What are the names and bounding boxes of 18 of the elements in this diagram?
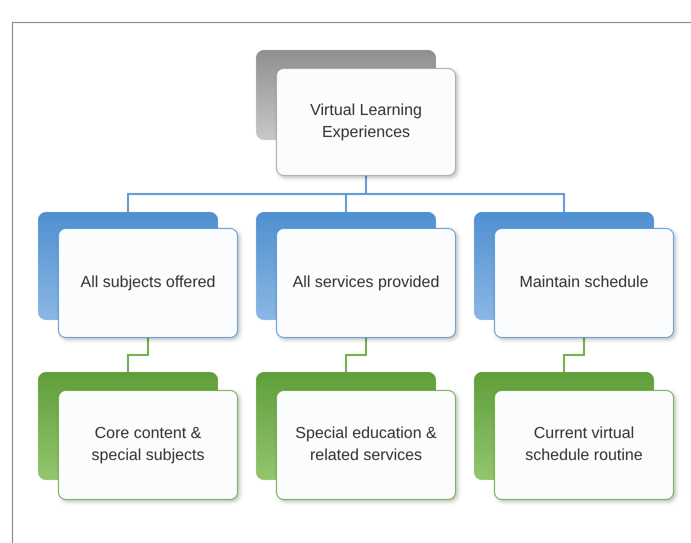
box-label: Maintain schedule <box>518 273 650 293</box>
connector-line <box>563 338 585 372</box>
box-label: Virtual Learning Experiences <box>309 101 423 143</box>
box-label: Current virtual schedule routine <box>524 424 644 466</box>
box-label: Core content & special subjects <box>90 424 206 466</box>
connector-line <box>127 338 149 372</box>
box-label: Special education & related services <box>294 424 438 466</box>
connector-line <box>365 176 565 212</box>
stacked-box <box>38 212 238 338</box>
stacked-box <box>474 372 674 500</box>
connector-line <box>345 338 367 372</box>
stacked-box <box>256 50 456 176</box>
stacked-box <box>38 372 238 500</box>
stacked-box <box>256 212 456 338</box>
stacked-box <box>256 372 456 500</box>
box-label: All subjects offered <box>80 273 216 293</box>
box-label: All services provided <box>292 273 440 293</box>
stacked-box <box>474 212 674 338</box>
